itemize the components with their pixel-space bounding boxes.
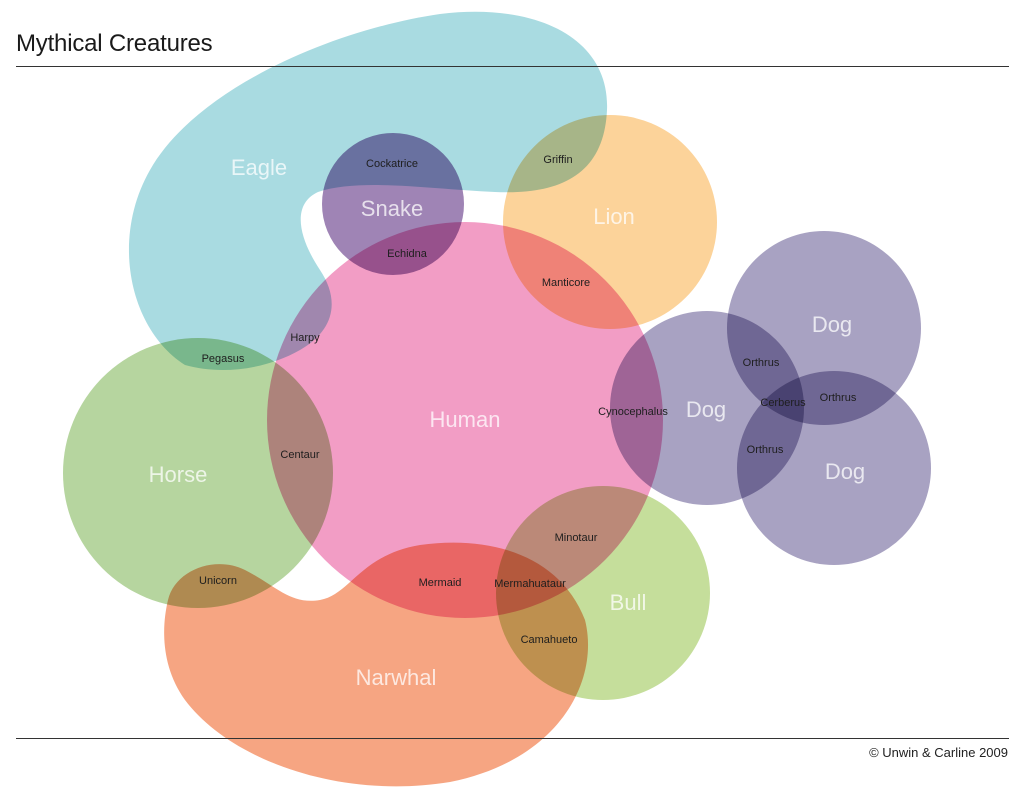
set-dog-3 xyxy=(737,371,931,565)
creature-mermahuataur: Mermahuataur xyxy=(494,578,566,590)
creature-orthrus-1: Orthrus xyxy=(743,357,780,369)
label-eagle: Eagle xyxy=(231,155,287,180)
creature-pegasus: Pegasus xyxy=(202,353,245,365)
footer-divider xyxy=(16,738,1009,739)
set-dog-2 xyxy=(727,231,921,425)
set-human xyxy=(267,222,663,618)
label-horse: Horse xyxy=(149,462,208,487)
label-lion: Lion xyxy=(593,204,635,229)
creature-unicorn: Unicorn xyxy=(199,575,237,587)
creature-orthrus-2: Orthrus xyxy=(820,392,857,404)
set-eagle xyxy=(128,11,608,371)
creature-minotaur: Minotaur xyxy=(555,532,598,544)
label-narwhal: Narwhal xyxy=(356,665,437,690)
creature-cerberus: Cerberus xyxy=(760,397,806,409)
creature-camahueto: Camahueto xyxy=(521,634,578,646)
label-bull: Bull xyxy=(610,590,647,615)
creature-mermaid: Mermaid xyxy=(419,577,462,589)
set-horse xyxy=(63,338,333,608)
label-snake: Snake xyxy=(361,196,423,221)
creature-harpy: Harpy xyxy=(290,332,320,344)
creature-centaur: Centaur xyxy=(280,449,319,461)
creature-orthrus-3: Orthrus xyxy=(747,444,784,456)
page-title: Mythical Creatures xyxy=(16,30,213,57)
copyright-credit: © Unwin & Carline 2009 xyxy=(869,745,1008,760)
creature-griffin: Griffin xyxy=(543,154,572,166)
label-human: Human xyxy=(430,407,501,432)
creature-echidna: Echidna xyxy=(387,248,428,260)
label-dog-2: Dog xyxy=(812,312,852,337)
label-dog-3: Dog xyxy=(825,459,865,484)
creature-cockatrice: Cockatrice xyxy=(366,158,418,170)
header-divider xyxy=(16,66,1009,67)
label-dog-1: Dog xyxy=(686,397,726,422)
set-labels: Eagle Snake Lion Human Dog Dog Dog Horse… xyxy=(149,155,866,690)
set-shapes xyxy=(63,11,931,787)
creature-labels: Cockatrice Echidna Griffin Manticore Har… xyxy=(199,154,857,646)
creature-cynocephalus: Cynocephalus xyxy=(598,406,668,418)
creature-manticore: Manticore xyxy=(542,277,590,289)
